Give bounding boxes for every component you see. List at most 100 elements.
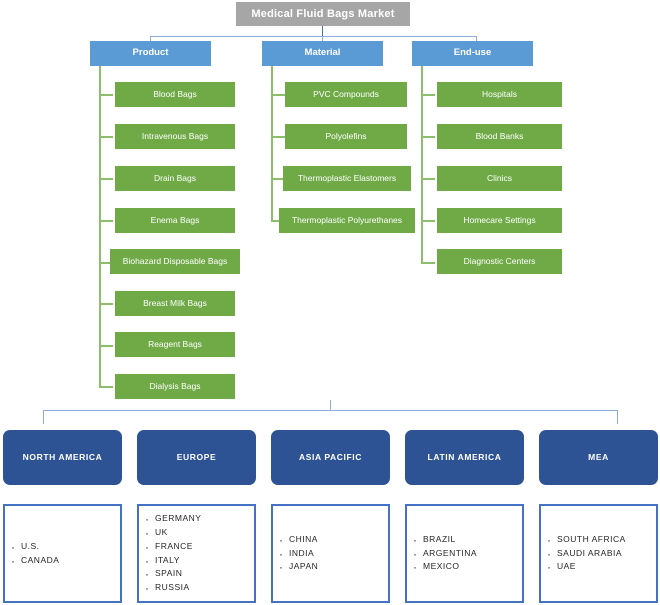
country-list-asia-pacific: CHINA INDIA JAPAN: [273, 532, 318, 575]
leaf-label: Enema Bags: [150, 214, 200, 225]
segment-header-end-use[interactable]: End-use: [412, 41, 533, 66]
connector-product-tick-0: [99, 94, 113, 96]
leaf-node-end-use-3[interactable]: Homecare Settings: [437, 208, 562, 233]
market-title-node: Medical Fluid Bags Market: [236, 2, 410, 26]
region-label: NORTH AMERICA: [22, 451, 103, 462]
country-item: ITALY: [145, 553, 201, 569]
country-item: SAUDI ARABIA: [547, 546, 626, 562]
leaf-node-material-2[interactable]: Thermoplastic Elastomers: [283, 166, 411, 191]
leaf-label: Biohazard Disposable Bags: [122, 255, 228, 266]
country-box-mea: SOUTH AFRICA SAUDI ARABIA UAE: [539, 504, 658, 603]
leaf-node-product-0[interactable]: Blood Bags: [115, 82, 235, 107]
country-item: INDIA: [279, 546, 318, 562]
connector-product-tick-6: [99, 345, 113, 347]
connector-product-spine: [99, 66, 101, 386]
leaf-label: Homecare Settings: [463, 214, 536, 225]
region-label: EUROPE: [176, 451, 217, 462]
country-item: MEXICO: [413, 559, 477, 575]
segment-header-product[interactable]: Product: [90, 41, 211, 66]
country-item: BRAZIL: [413, 532, 477, 548]
country-box-latin-america: BRAZIL ARGENTINA MEXICO: [405, 504, 524, 603]
connector-material-tick-2: [271, 178, 285, 180]
connector-region-drop-4: [617, 410, 618, 424]
connector-bus-drop-material: [322, 36, 323, 42]
connector-enduse-tick-1: [421, 136, 435, 138]
leaf-label: Intravenous Bags: [141, 130, 209, 141]
connector-enduse-spine: [421, 66, 423, 263]
leaf-node-product-4[interactable]: Biohazard Disposable Bags: [110, 249, 240, 274]
country-item: UAE: [547, 559, 626, 575]
connector-product-tick-5: [99, 303, 113, 305]
connector-enduse-tick-3: [421, 220, 435, 222]
connector-region-drop-0: [43, 410, 44, 424]
segment-header-end-use-label: End-use: [453, 47, 492, 59]
leaf-node-product-6[interactable]: Reagent Bags: [115, 332, 235, 357]
connector-root-stem: [322, 26, 323, 36]
leaf-node-end-use-2[interactable]: Clinics: [437, 166, 562, 191]
connector-product-tick-2: [99, 178, 113, 180]
segment-header-material[interactable]: Material: [262, 41, 383, 66]
leaf-label: Thermoplastic Polyurethanes: [291, 214, 403, 225]
segment-header-material-label: Material: [304, 47, 341, 59]
connector-material-spine: [271, 66, 273, 221]
leaf-node-product-3[interactable]: Enema Bags: [115, 208, 235, 233]
country-item: FRANCE: [145, 539, 201, 555]
country-list-north-america: U.S. CANADA: [5, 539, 59, 569]
region-label: ASIA PACIFIC: [299, 451, 362, 462]
country-item: UK: [145, 525, 201, 541]
leaf-node-end-use-0[interactable]: Hospitals: [437, 82, 562, 107]
leaf-label: Hospitals: [482, 88, 517, 99]
connector-material-tick-0: [271, 94, 285, 96]
leaf-label: Polyolefins: [325, 130, 367, 141]
leaf-node-material-3[interactable]: Thermoplastic Polyurethanes: [279, 208, 415, 233]
region-label: MEA: [588, 451, 609, 462]
region-node-north-america[interactable]: NORTH AMERICA: [3, 430, 122, 485]
country-item: U.S.: [11, 539, 59, 555]
leaf-label: Blood Bags: [153, 88, 197, 99]
leaf-node-end-use-1[interactable]: Blood Banks: [437, 124, 562, 149]
leaf-label: Diagnostic Centers: [463, 255, 536, 266]
leaf-node-end-use-4[interactable]: Diagnostic Centers: [437, 249, 562, 274]
country-box-north-america: U.S. CANADA: [3, 504, 122, 603]
country-list-europe: GERMANY UK FRANCE ITALY SPAIN RUSSIA: [139, 511, 201, 596]
country-list-latin-america: BRAZIL ARGENTINA MEXICO: [407, 532, 477, 575]
leaf-label: Thermoplastic Elastomers: [297, 172, 397, 183]
region-node-europe[interactable]: EUROPE: [137, 430, 256, 485]
leaf-label: Drain Bags: [153, 172, 197, 183]
leaf-node-product-7[interactable]: Dialysis Bags: [115, 374, 235, 399]
leaf-label: Breast Milk Bags: [143, 297, 207, 308]
leaf-label: Clinics: [486, 172, 513, 183]
connector-region-stem: [330, 400, 331, 410]
region-node-mea[interactable]: MEA: [539, 430, 658, 485]
leaf-node-product-2[interactable]: Drain Bags: [115, 166, 235, 191]
leaf-node-material-1[interactable]: Polyolefins: [285, 124, 407, 149]
segment-header-product-label: Product: [132, 47, 169, 59]
region-node-asia-pacific[interactable]: ASIA PACIFIC: [271, 430, 390, 485]
region-node-latin-america[interactable]: LATIN AMERICA: [405, 430, 524, 485]
country-item: RUSSIA: [145, 580, 201, 596]
connector-product-tick-1: [99, 136, 113, 138]
country-item: CHINA: [279, 532, 318, 548]
region-label: LATIN AMERICA: [427, 451, 502, 462]
leaf-label: PVC Compounds: [313, 88, 379, 99]
connector-enduse-tick-4: [421, 262, 435, 264]
connector-root-bus: [150, 36, 476, 37]
connector-region-bus: [43, 410, 618, 411]
country-item: JAPAN: [279, 559, 318, 575]
country-item: SPAIN: [145, 566, 201, 582]
leaf-node-product-1[interactable]: Intravenous Bags: [115, 124, 235, 149]
country-list-mea: SOUTH AFRICA SAUDI ARABIA UAE: [541, 532, 626, 575]
connector-material-tick-3: [271, 220, 285, 222]
leaf-node-product-5[interactable]: Breast Milk Bags: [115, 291, 235, 316]
country-item: GERMANY: [145, 511, 201, 527]
connector-product-tick-7: [99, 386, 113, 388]
connector-enduse-tick-0: [421, 94, 435, 96]
connector-enduse-tick-2: [421, 178, 435, 180]
leaf-label: Blood Banks: [475, 130, 524, 141]
country-item: SOUTH AFRICA: [547, 532, 626, 548]
connector-bus-drop-product: [150, 36, 151, 42]
leaf-node-material-0[interactable]: PVC Compounds: [285, 82, 407, 107]
market-title-label: Medical Fluid Bags Market: [251, 7, 395, 20]
connector-product-tick-4: [99, 262, 113, 264]
